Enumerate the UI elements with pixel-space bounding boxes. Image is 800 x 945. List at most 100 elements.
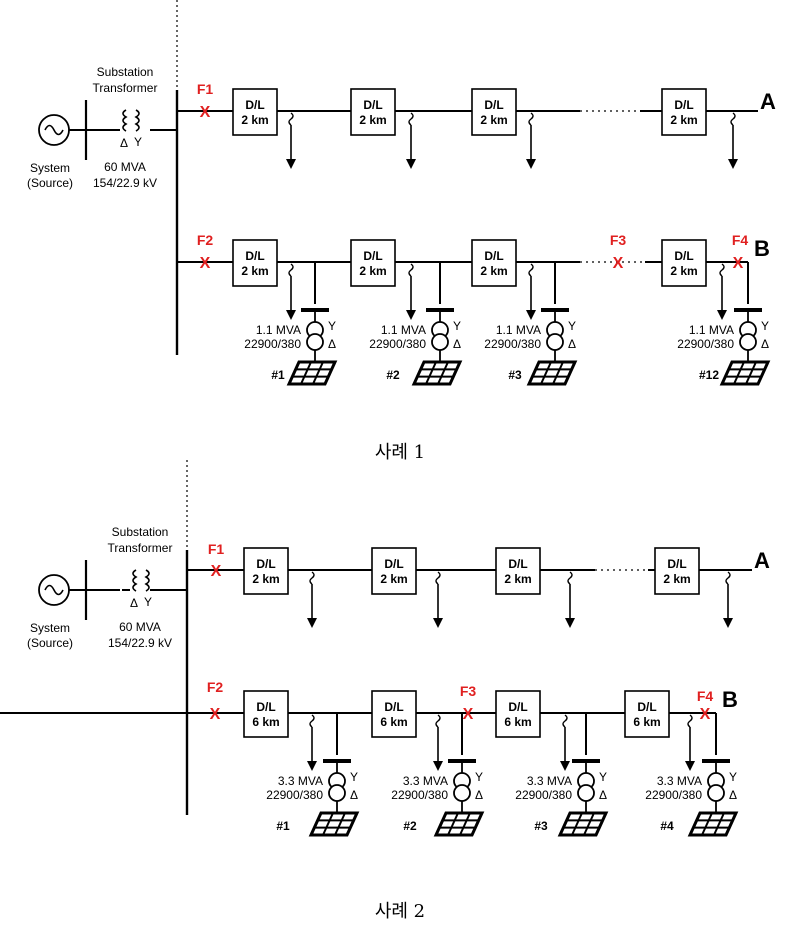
pv-transformer-circle: [546, 333, 564, 351]
line-segment-b: D/L6 km: [243, 690, 289, 738]
delta-icon: Δ: [328, 337, 336, 351]
breaker-symbol: [288, 263, 294, 277]
fault-label: F3: [460, 683, 477, 699]
panel-grid: [437, 361, 449, 385]
feeder-b-end-label: B: [722, 687, 738, 712]
fault-label: F2: [207, 679, 224, 695]
pv-transformer-circle: [453, 784, 471, 802]
line-segment-length: 2 km: [252, 572, 279, 586]
substation-label: Transformer: [93, 81, 158, 95]
panel-grid: [713, 812, 725, 836]
line-segment-box: [495, 547, 541, 595]
case2-caption: 사례 2: [375, 901, 425, 922]
pv-rating-voltage: 22900/380: [645, 788, 702, 802]
line-segment-type: D/L: [508, 700, 527, 714]
line-segment-a: D/L2 km: [350, 88, 396, 136]
wye-icon: Y: [475, 770, 483, 784]
line-segment-length: 2 km: [241, 264, 268, 278]
feeder-b-end-label: B: [754, 236, 770, 261]
load-arrow-icon: [526, 276, 536, 320]
winding: [132, 569, 138, 592]
panel-grid: [447, 812, 459, 836]
load-arrowhead: [433, 761, 443, 771]
pv-rating-voltage: 22900/380: [515, 788, 572, 802]
line-segment-box: [243, 547, 289, 595]
pv-transformer-circle: [577, 784, 595, 802]
line-segment-length: 2 km: [670, 264, 697, 278]
solar-panel-icon: [557, 811, 609, 837]
pv-rating-mva: 1.1 MVA: [381, 323, 426, 337]
pv-transformer-circle: [306, 333, 324, 351]
wye-icon: Y: [568, 319, 576, 333]
delta-icon: Δ: [729, 788, 737, 802]
load-arrowhead: [286, 159, 296, 169]
wye-icon: Y: [453, 319, 461, 333]
line-segment-a: D/L2 km: [495, 547, 541, 595]
line-segment-length: 2 km: [359, 264, 386, 278]
breaker-symbol: [562, 714, 568, 728]
pv-rating-mva: 3.3 MVA: [657, 774, 702, 788]
line-segment-b: D/L2 km: [232, 239, 278, 287]
line-segment-box: [350, 88, 396, 136]
fault-x-icon: X: [463, 706, 474, 723]
line-segment-box: [371, 690, 417, 738]
load-arrowhead: [723, 618, 733, 628]
breaker-symbol: [309, 714, 315, 728]
line-segment-b: D/L6 km: [371, 690, 417, 738]
line-segment-box: [350, 239, 396, 287]
load-arrow-icon: [433, 584, 443, 628]
load-arrowhead: [433, 618, 443, 628]
line-segment-type: D/L: [256, 557, 275, 571]
line-segment-length: 2 km: [480, 264, 507, 278]
line-segment-length: 2 km: [380, 572, 407, 586]
delta-icon: Δ: [568, 337, 576, 351]
fault-marker: XF4: [732, 232, 749, 272]
pv-id: #2: [403, 819, 417, 833]
load-arrowhead: [526, 159, 536, 169]
panel-grid: [459, 812, 471, 836]
pv-id: #4: [660, 819, 674, 833]
line-segment-b: D/L6 km: [495, 690, 541, 738]
pv-id: #3: [534, 819, 548, 833]
transformer-rating: 154/22.9 kV: [93, 176, 157, 190]
breaker-symbol: [309, 571, 315, 585]
line-segment-b: D/L6 km: [624, 690, 670, 738]
fault-label: F4: [697, 688, 714, 704]
load-arrowhead: [307, 618, 317, 628]
solar-panel-icon: [286, 360, 338, 386]
feeder-a-end-label: A: [754, 548, 770, 573]
pv-id: #2: [386, 368, 400, 382]
ac-source-icon: [38, 574, 70, 606]
load-arrow-icon: [717, 276, 727, 320]
breaker-symbol: [408, 263, 414, 277]
load-arrowhead: [406, 159, 416, 169]
line-segment-type: D/L: [508, 557, 527, 571]
line-segment-length: 2 km: [480, 113, 507, 127]
line-segment-type: D/L: [667, 557, 686, 571]
solar-panel-icon: [687, 811, 739, 837]
line-segment-type: D/L: [674, 98, 693, 112]
pv-id: #1: [276, 819, 290, 833]
system-label: (Source): [27, 636, 73, 650]
line-segment-box: [232, 88, 278, 136]
breaker-symbol: [288, 112, 294, 126]
panel-grid: [322, 812, 334, 836]
wye-icon: Y: [729, 770, 737, 784]
fault-label: F1: [197, 81, 214, 97]
fault-x-icon: X: [613, 255, 624, 272]
breaker-symbol: [730, 112, 736, 126]
line-segment-a: D/L2 km: [371, 547, 417, 595]
solar-panel-icon: [526, 360, 578, 386]
wye-icon: Y: [134, 135, 142, 149]
panel-frame: [286, 360, 338, 386]
breaker-symbol: [408, 112, 414, 126]
